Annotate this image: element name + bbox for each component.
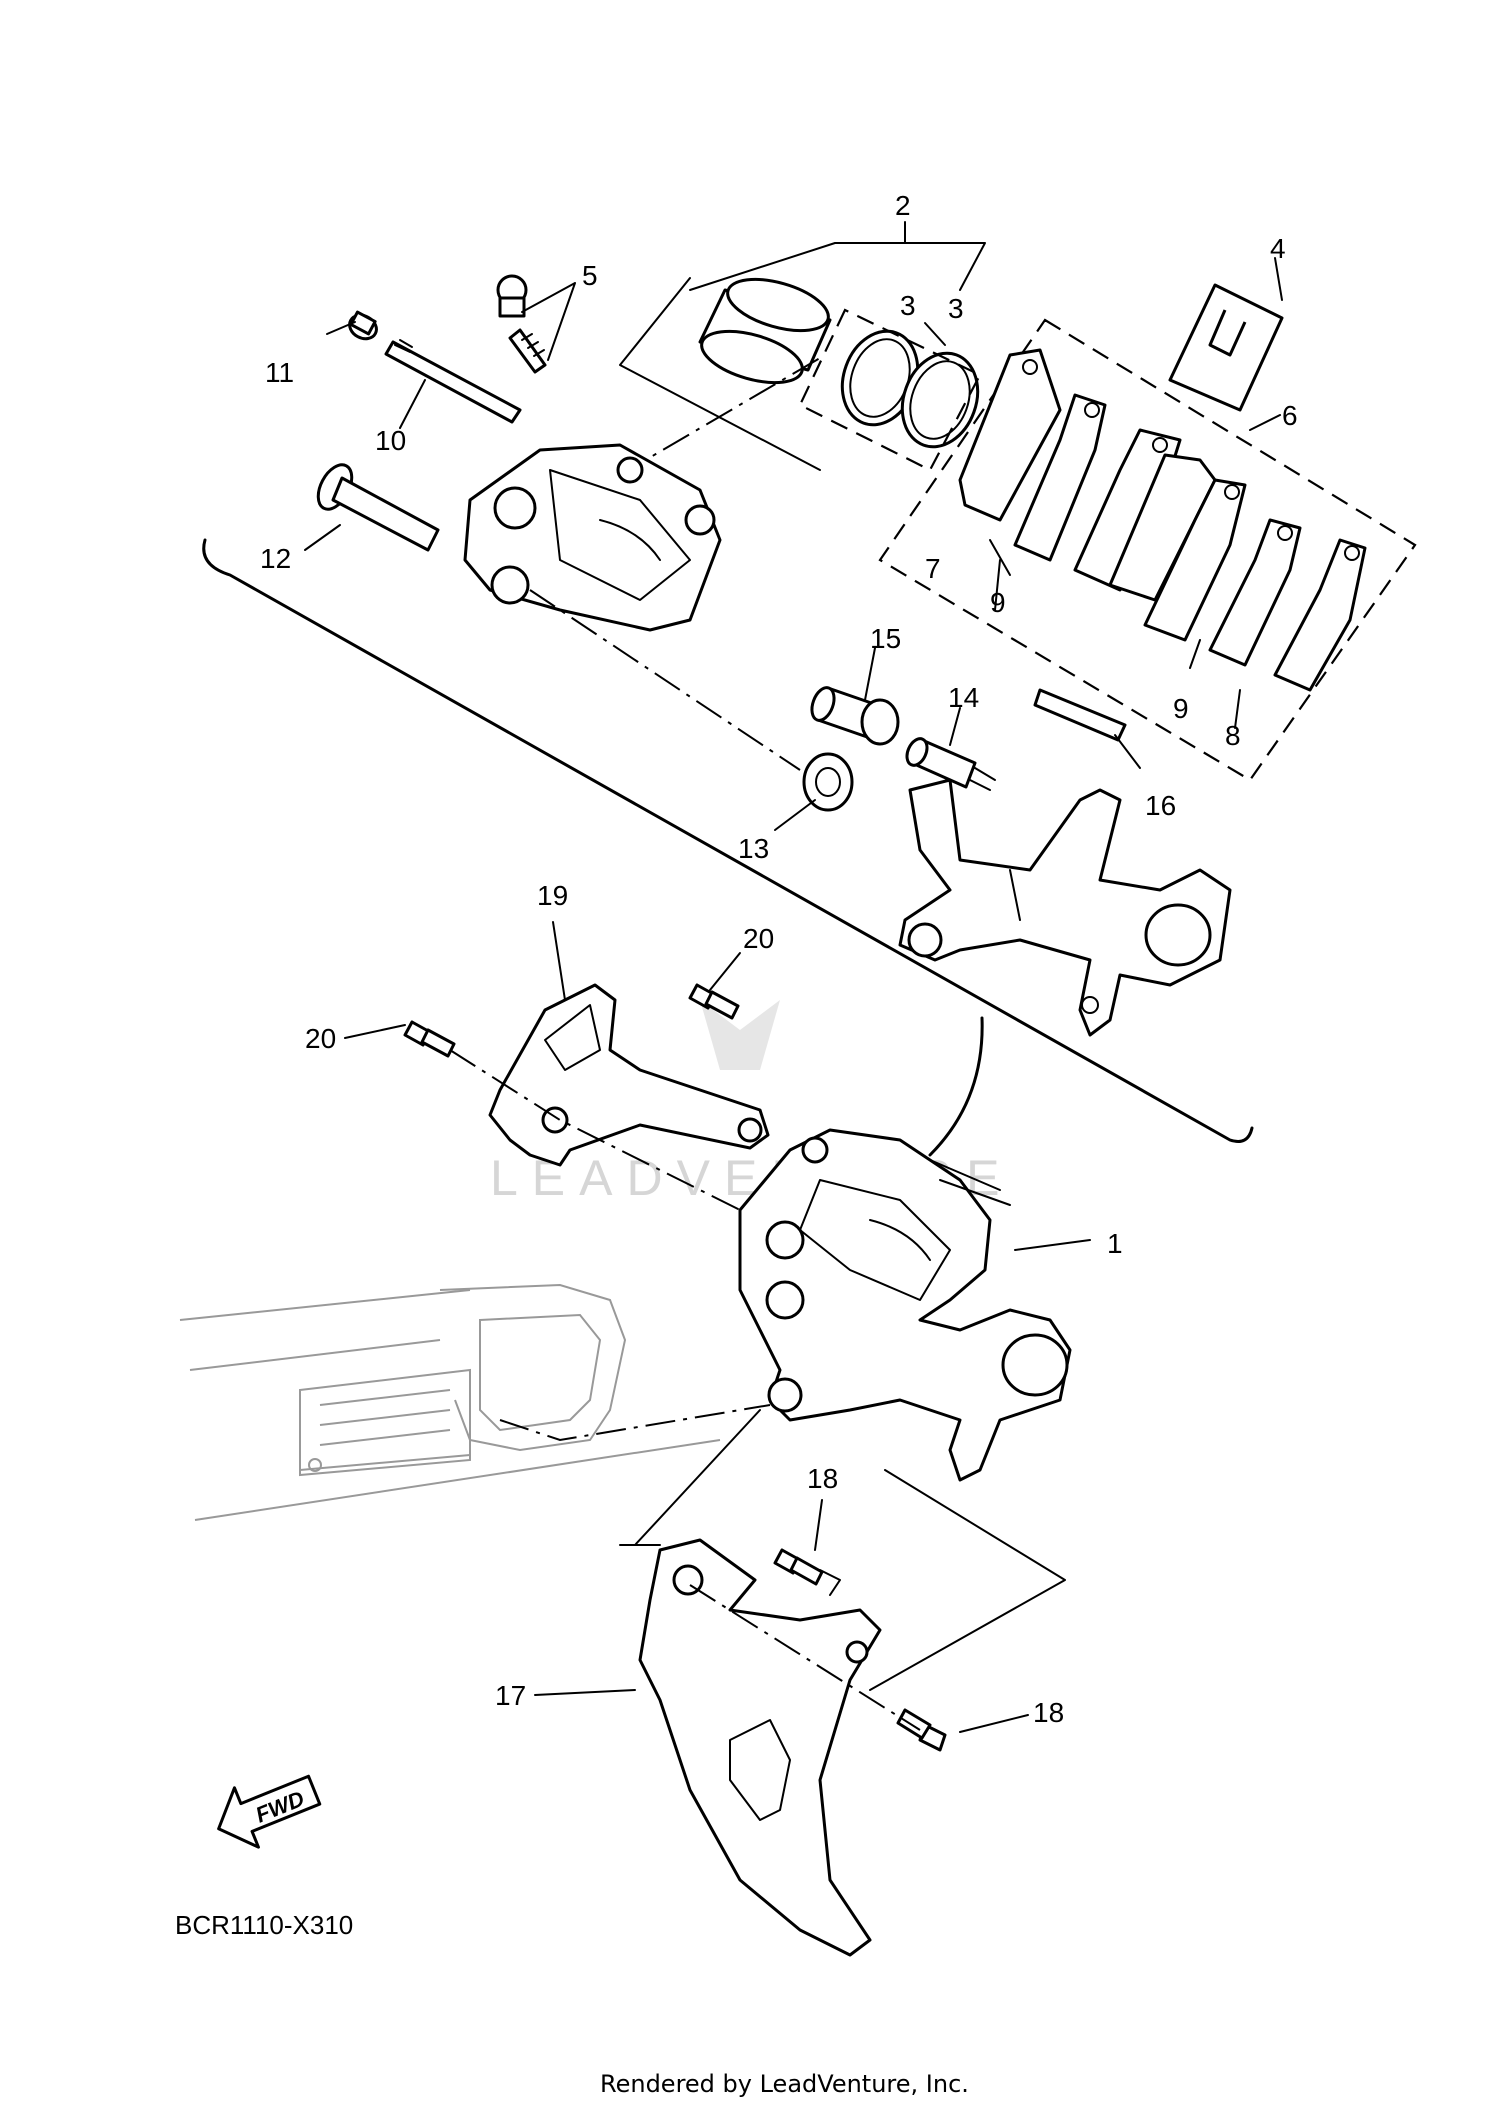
callout-19: 19 — [537, 880, 568, 911]
bleed-screw — [496, 274, 547, 374]
callout-18b: 18 — [1033, 1697, 1064, 1728]
pad-spring — [1168, 283, 1284, 412]
swingarm-ghost — [179, 1283, 721, 1521]
disc-guard-box-2 — [619, 1544, 841, 1596]
caliper-bolt — [316, 463, 440, 552]
callout-4: 4 — [1270, 233, 1286, 264]
seal-kit-box — [798, 308, 982, 472]
callout-9a: 9 — [990, 587, 1006, 618]
callout-14: 14 — [948, 682, 979, 713]
callout-7: 7 — [925, 553, 941, 584]
piston-seals — [840, 329, 980, 449]
pad-kit-box — [878, 318, 1417, 782]
boot-13 — [802, 752, 854, 812]
callout-3a: 3 — [948, 293, 964, 324]
callout-11: 11 — [265, 357, 294, 388]
callout-6: 6 — [1282, 400, 1298, 431]
pin-14 — [905, 737, 996, 791]
pin-cap — [348, 310, 378, 341]
guard-bolt-18b — [896, 1708, 947, 1752]
callout-10: 10 — [375, 425, 406, 456]
callout-16: 16 — [1145, 790, 1176, 821]
guard-bolt-left — [403, 1020, 456, 1058]
callout-12: 12 — [260, 543, 291, 574]
leader-lines — [304, 221, 1283, 1733]
piston-part — [698, 277, 832, 385]
brake-pads — [958, 348, 1367, 692]
disc-guard — [638, 1538, 882, 1957]
forward-arrow: FWD — [217, 1774, 322, 1849]
callout-15: 15 — [870, 623, 901, 654]
detail-bracket — [202, 538, 1254, 1143]
callout-13: 13 — [738, 833, 769, 864]
guard-axis — [449, 1049, 761, 1221]
callout-20a: 20 — [743, 923, 774, 954]
callout-9b: 9 — [1173, 693, 1189, 724]
callout-3b: 3 — [900, 290, 916, 321]
diagram-code: BCR1110-X310 — [175, 1910, 353, 1940]
callout-2: 2 — [895, 190, 911, 221]
caliper-assembly — [738, 1128, 1072, 1482]
slide-pin — [384, 339, 522, 424]
piston-chain-box — [619, 277, 821, 471]
caliper-body-detail — [463, 443, 722, 632]
guard-bolt-upper — [688, 983, 740, 1020]
render-credit: Rendered by LeadVenture, Inc. — [600, 2070, 969, 2098]
callout-17: 17 — [495, 1680, 526, 1711]
callout-5: 5 — [582, 260, 598, 291]
guard-bolt-18a — [773, 1548, 824, 1586]
callout-20b: 20 — [305, 1023, 336, 1054]
pin-15 — [810, 686, 900, 746]
callout-18a: 18 — [807, 1463, 838, 1494]
disc-guard-box — [634, 1409, 1066, 1691]
detail-connector — [928, 1016, 984, 1157]
caliper-bracket-detail — [898, 778, 1232, 1037]
callouts: 1 2 3 3 4 5 6 7 8 9 9 10 11 12 13 14 15 … — [260, 190, 1298, 1728]
disc-guard-axis — [689, 1584, 921, 1731]
callout-1: 1 — [1107, 1228, 1123, 1259]
caliper-axis — [529, 589, 801, 771]
swingarm-axis — [499, 1404, 771, 1442]
callout-8: 8 — [1225, 720, 1241, 751]
